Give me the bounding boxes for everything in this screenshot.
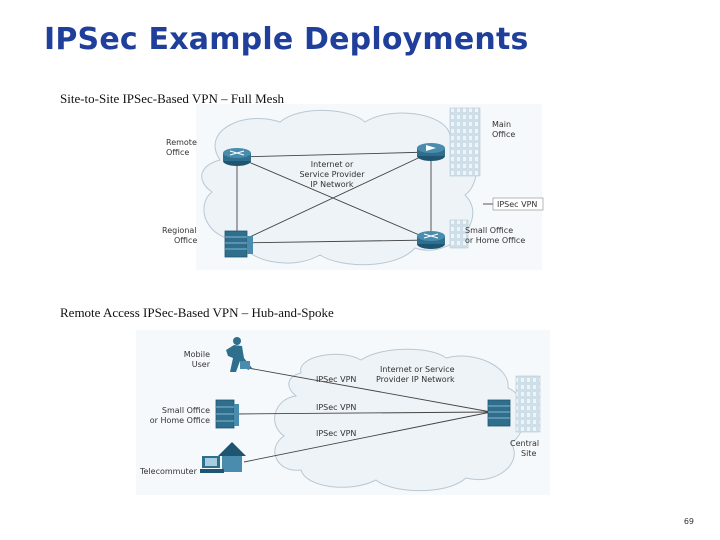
internet-cloud	[201, 109, 477, 266]
regional-office-firewall	[224, 230, 253, 258]
vpn-label-telecommuter: IPSec VPN	[316, 429, 356, 438]
hub-and-spoke-caption: Remote Access IPSec-Based VPN – Hub-and-…	[60, 305, 334, 320]
small-office-building	[449, 219, 469, 249]
small-office-router	[417, 231, 445, 249]
vpn-mesh-links	[236, 151, 432, 244]
main-office-router	[417, 143, 445, 161]
legend-label: IPSec VPN	[497, 200, 537, 209]
main-office-building	[449, 107, 481, 177]
legend-box	[492, 197, 544, 211]
central-site-building	[515, 375, 541, 433]
telecommuter-home-icon	[200, 442, 246, 473]
telecommuter-label: Telecommuter	[139, 467, 198, 476]
mobile-user-icon	[226, 337, 252, 372]
remote-office-router	[223, 148, 251, 166]
vpn-spoke-links	[235, 367, 492, 463]
vpn-label-office: IPSec VPN	[316, 403, 356, 412]
page-number: 69	[683, 517, 694, 526]
small-office-server	[215, 399, 239, 429]
central-site-firewall	[487, 399, 511, 427]
vpn-label-mobile: IPSec VPN	[316, 375, 356, 384]
full-mesh-caption: Site-to-Site IPSec-Based VPN – Full Mesh	[60, 91, 285, 106]
slide-title: IPSec Example Deployments	[44, 22, 529, 57]
